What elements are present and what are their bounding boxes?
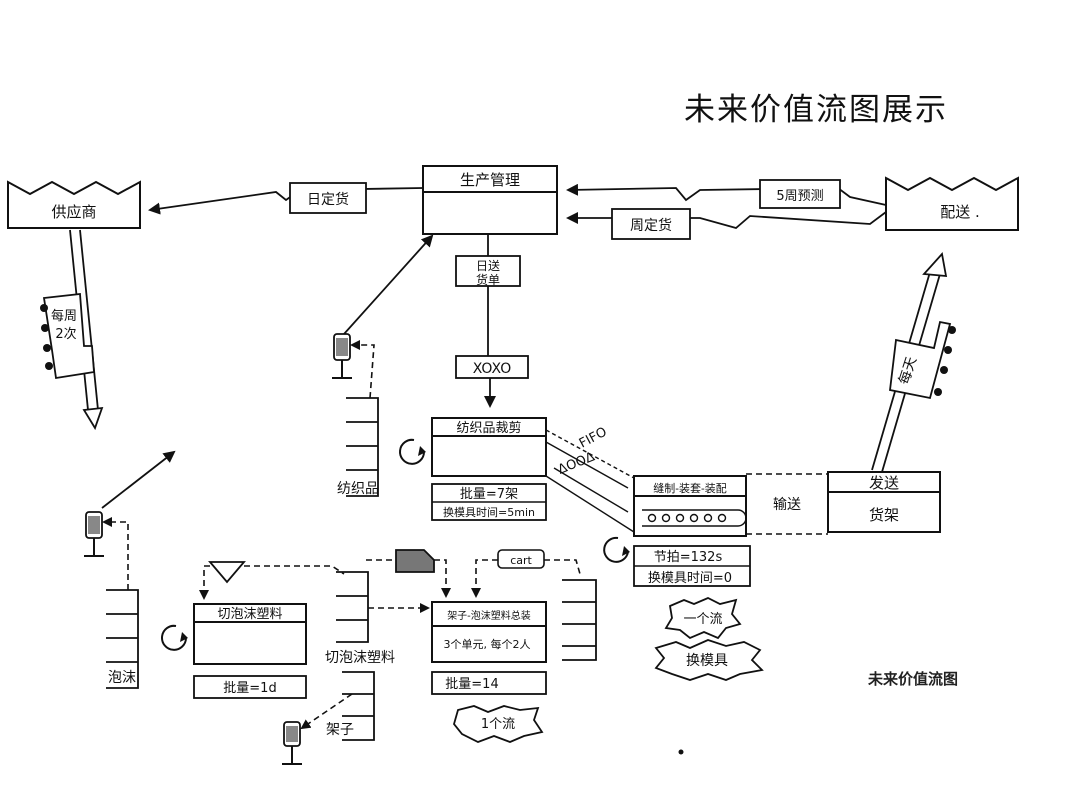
sewing-assembly-changeover: 换模具时间=0: [648, 571, 732, 586]
one-piece-flow-2-label: 1个流: [481, 717, 515, 732]
textile-supermarket: 纺织品: [332, 234, 434, 497]
supplier-shipment: 每周 2次: [40, 229, 104, 431]
fifo-symbols: ΔOOΔ: [556, 449, 597, 477]
kaizen-burst-one-piece-flow: 一个流: [664, 597, 742, 640]
weekly-forecast-label: 5周预测: [776, 189, 823, 204]
one-piece-flow-label: 一个流: [683, 612, 722, 627]
withdrawal-kanban: [366, 549, 451, 598]
cart-label: cart: [510, 554, 532, 567]
daily-order-flow: 日定货: [148, 182, 424, 215]
schedule-flow: 日送 货单 XOXO: [455, 234, 529, 408]
shipping-title: 发送: [869, 474, 899, 492]
daily-ship-schedule-line1: 日送: [476, 258, 500, 273]
sewing-assembly-process: 缝制-装套-装配 节拍=132s 换模具时间=0: [603, 475, 751, 587]
sewing-assembly-takt: 节拍=132s: [654, 550, 723, 565]
page-title: 未来价值流图展示: [684, 92, 948, 128]
transport-label: 输送: [773, 497, 801, 513]
foam-cutting-process: 切泡沫塑料 批量=1d: [161, 603, 307, 699]
load-leveling-box: XOXO: [473, 361, 512, 377]
foam-supermarket: 泡沫: [84, 450, 176, 689]
changeover-burst-label: 换模具: [686, 652, 728, 669]
cut-foam-supermarket: 切泡沫塑料: [325, 571, 430, 666]
production-kanban-signal: [199, 561, 345, 600]
weekly-order-flow: 周定货: [566, 208, 887, 240]
cut-foam-supermarket-label: 切泡沫塑料: [325, 650, 395, 666]
supplier-label: 供应商: [51, 203, 96, 221]
shipping-process: 发送 货架: [827, 471, 941, 533]
frame-assembly-detail: 3个单元, 每个2人: [444, 637, 531, 651]
frame-supermarket-label: 架子: [326, 722, 354, 738]
kanban-post-icon: [282, 721, 302, 765]
kaizen-burst-changeover: 换模具: [654, 639, 764, 681]
textile-cutting-title: 纺织品裁剪: [456, 420, 521, 436]
textile-cutting-process: 纺织品裁剪 批量=7架 换模具时间=5min: [399, 417, 547, 521]
figure-caption: 未来价值流图: [868, 670, 959, 688]
transport-link: 输送: [746, 473, 828, 535]
cart-signal: cart: [471, 549, 581, 598]
frame-assembly-batch: 批量=14: [445, 677, 498, 692]
cycle-arrow-icon: [161, 624, 187, 651]
fifo-lane: FIFO ΔOOΔ: [545, 425, 635, 533]
foam-supermarket-label: 泡沫: [108, 670, 136, 686]
production-control-box: 生产管理: [422, 165, 558, 235]
frame-assembly-process: 架子-泡沫塑料总装 3个单元, 每个2人 批量=14: [431, 601, 547, 695]
customer-shipment: 每天: [871, 252, 956, 473]
production-control-label: 生产管理: [460, 171, 520, 189]
textile-cutting-changeover: 换模具时间=5min: [443, 505, 535, 519]
customer-factory: 配送 .: [885, 176, 1019, 231]
supplier-factory: 供应商: [7, 180, 141, 229]
cycle-arrow-icon: [399, 438, 425, 465]
withdrawal-kanban-icon: [395, 549, 435, 573]
assembly-supermarket: [562, 579, 597, 661]
kanban-post-icon: [84, 511, 104, 557]
foam-cutting-batch: 批量=1d: [223, 681, 276, 696]
textile-supermarket-label: 纺织品: [337, 481, 379, 497]
cell-layout-icon: [642, 509, 747, 527]
kanban-post-icon: [332, 333, 352, 379]
cycle-arrow-icon: [603, 536, 629, 563]
signal-kanban-icon: [208, 561, 246, 584]
fifo-label: FIFO: [577, 425, 610, 452]
kaizen-burst-one-piece-flow-2: 1个流: [453, 705, 544, 743]
textile-cutting-batch: 批量=7架: [460, 487, 518, 502]
frame-supermarket: 架子: [282, 671, 375, 765]
foam-cutting-title: 切泡沫塑料: [217, 607, 282, 622]
daily-order-label: 日定货: [307, 191, 349, 208]
sewing-assembly-title: 缝制-装套-装配: [653, 481, 726, 495]
stray-dot: [678, 749, 684, 755]
weekly-order-label: 周定货: [630, 217, 672, 234]
supplier-truck-line2: 2次: [55, 326, 76, 342]
shipping-body: 货架: [869, 506, 899, 524]
customer-label: 配送 .: [940, 203, 980, 221]
daily-ship-schedule-line2: 货单: [476, 272, 500, 287]
frame-assembly-title: 架子-泡沫塑料总装: [447, 609, 531, 622]
weekly-forecast-flow: 5周预测: [566, 179, 887, 209]
customer-truck-icon: [889, 320, 952, 400]
supplier-truck-icon: [42, 293, 95, 380]
supplier-truck-line1: 每周: [51, 308, 77, 324]
